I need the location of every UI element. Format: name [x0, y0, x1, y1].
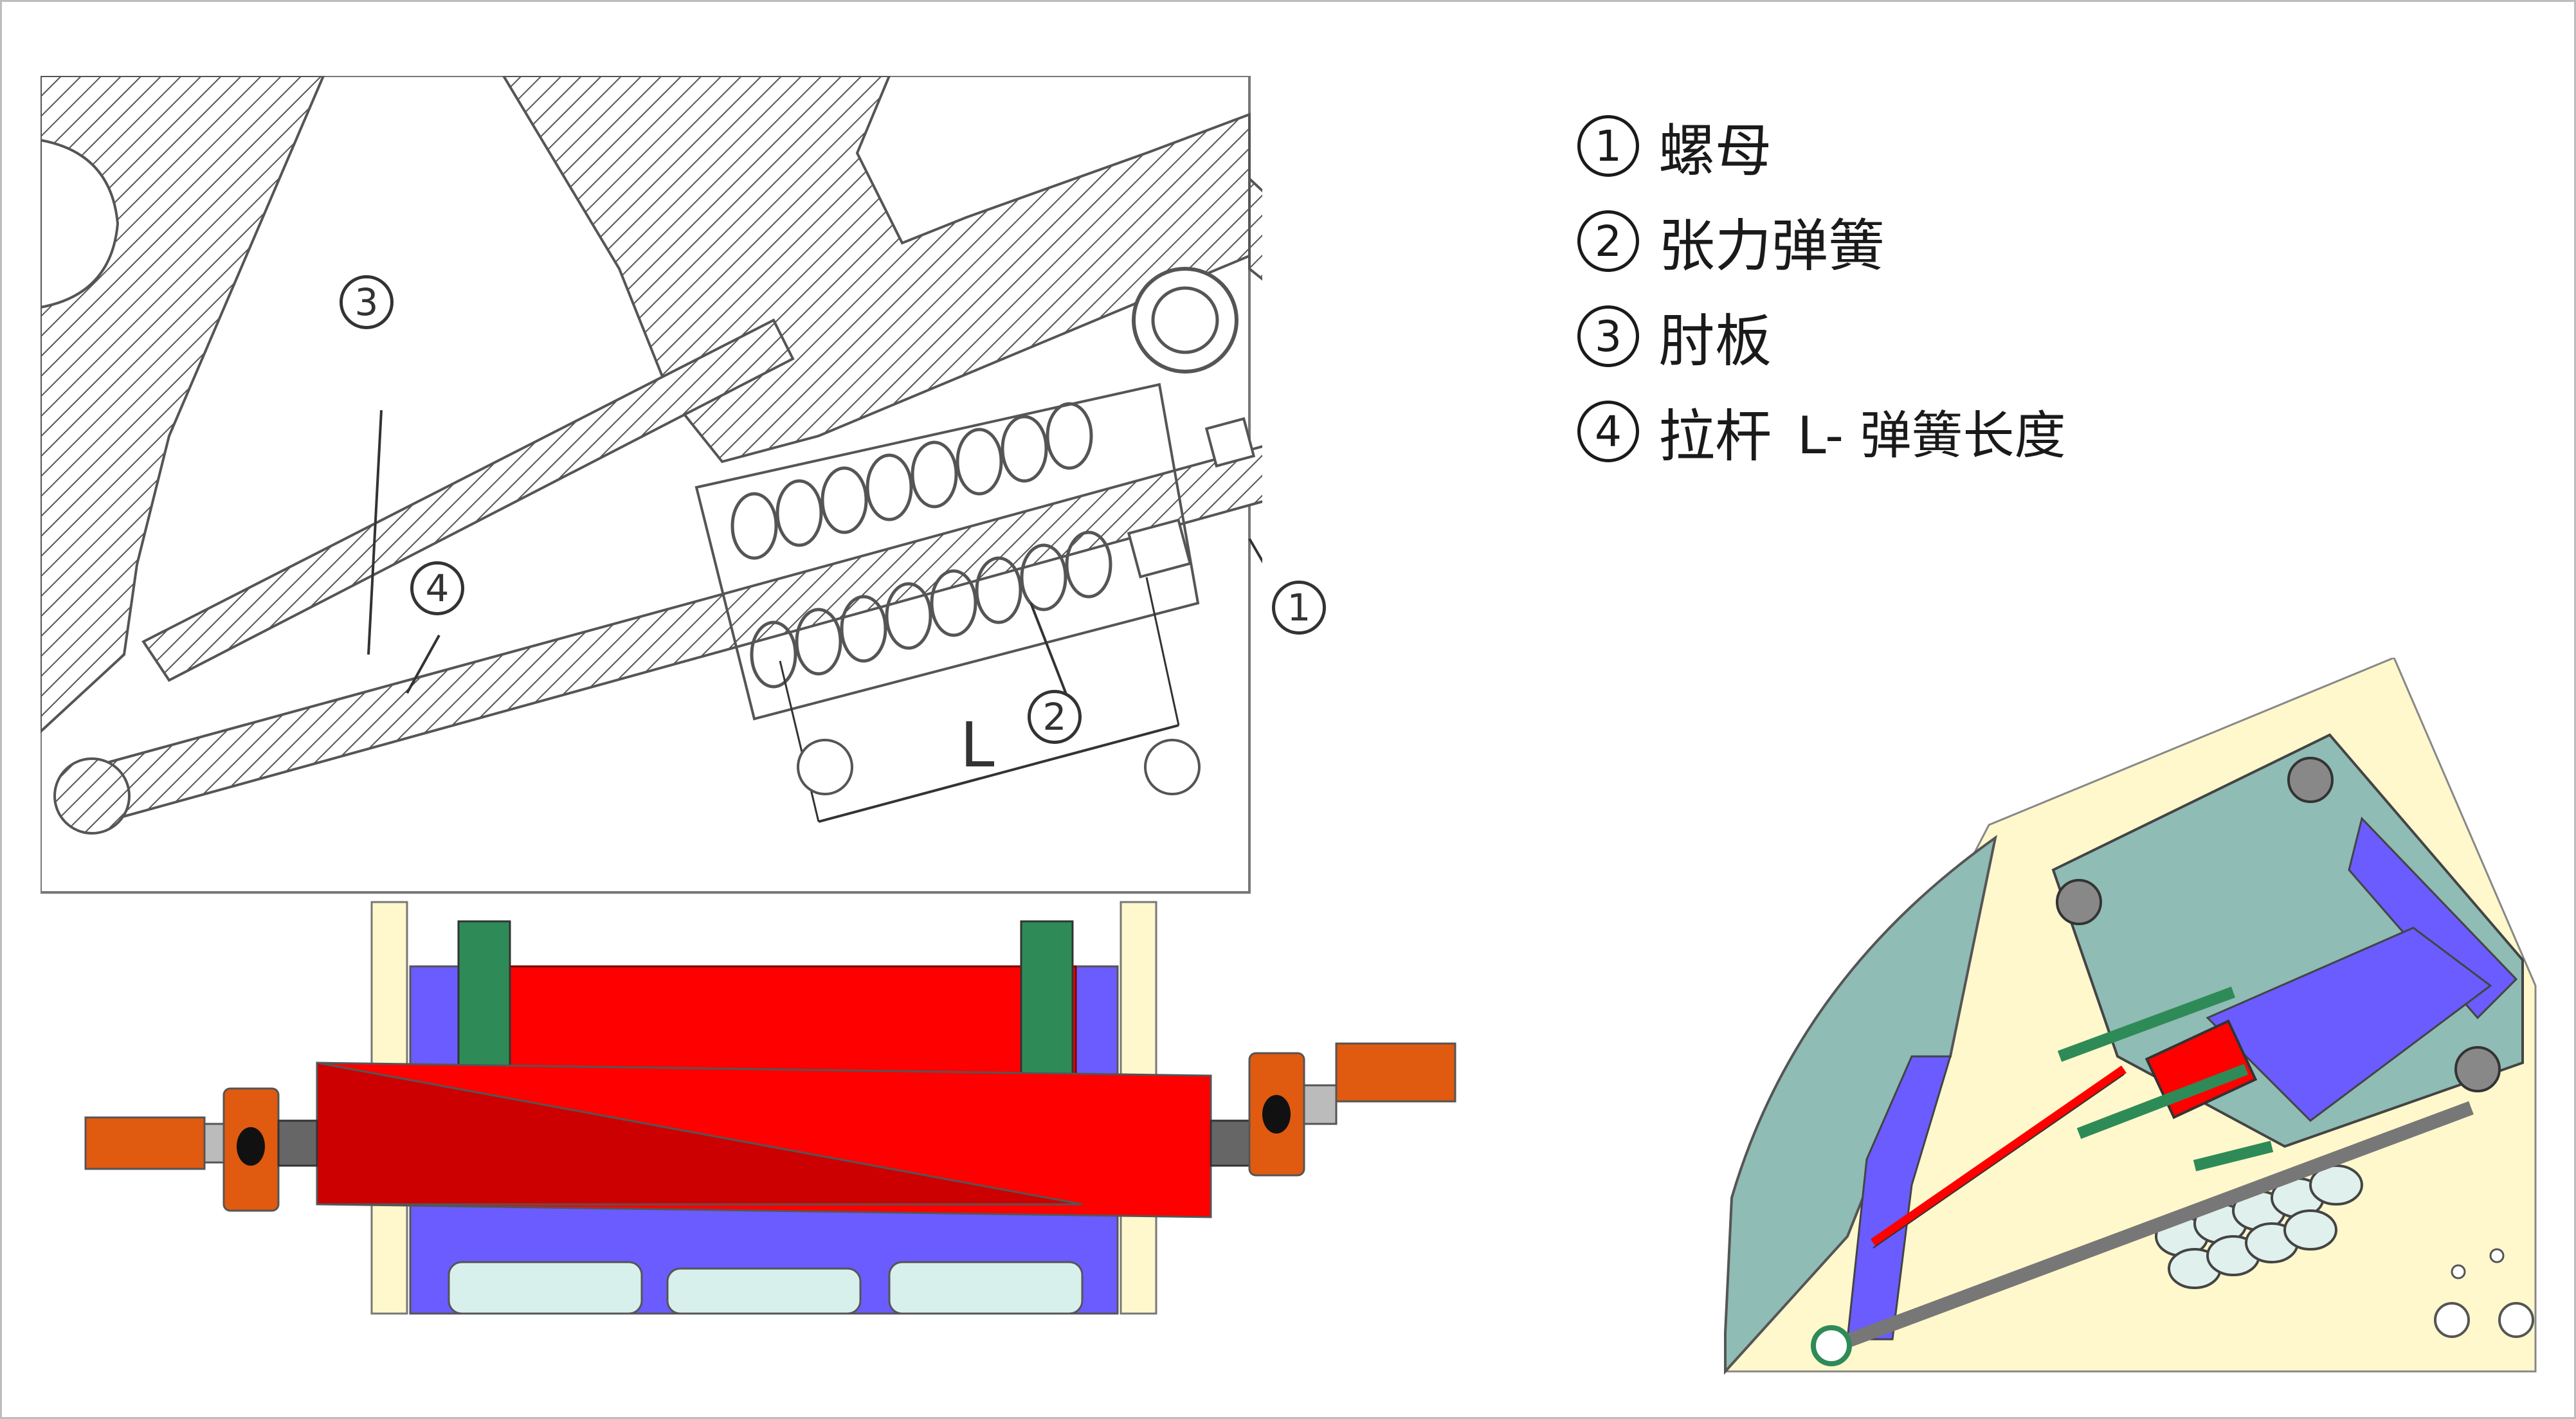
callout-1: 1 [1272, 581, 1326, 635]
legend: 1 螺母 2 张力弹簧 3 肘板 4 拉杆 L- 弹簧长度 [1577, 98, 2349, 479]
callout-3: 3 [340, 275, 394, 329]
legend-item-3: 3 肘板 [1577, 289, 2349, 384]
legend-number: 1 [1577, 115, 1639, 177]
legend-item-4: 4 拉杆 L- 弹簧长度 [1577, 384, 2349, 479]
cross-section-drawing [41, 76, 1262, 894]
legend-item-2: 2 张力弹簧 [1577, 194, 2349, 289]
dimension-label: L [960, 709, 995, 781]
legend-number: 4 [1577, 401, 1639, 462]
legend-text: 张力弹簧 [1658, 212, 1885, 279]
legend-number: 2 [1577, 210, 1639, 272]
legend-text: 拉杆 [1658, 402, 1772, 469]
callout-4: 4 [410, 561, 464, 615]
wedge-assembly-drawing [84, 901, 1456, 1315]
legend-text: 螺母 [1658, 117, 1772, 184]
legend-number: 3 [1577, 305, 1639, 367]
colored-assembly-drawing [1724, 658, 2537, 1375]
callout-2: 2 [1028, 690, 1082, 744]
legend-item-1: 1 螺母 [1577, 98, 2349, 194]
legend-text: 肘板 [1658, 307, 1772, 374]
legend-extra-text: L- 弹簧长度 [1797, 406, 2066, 465]
